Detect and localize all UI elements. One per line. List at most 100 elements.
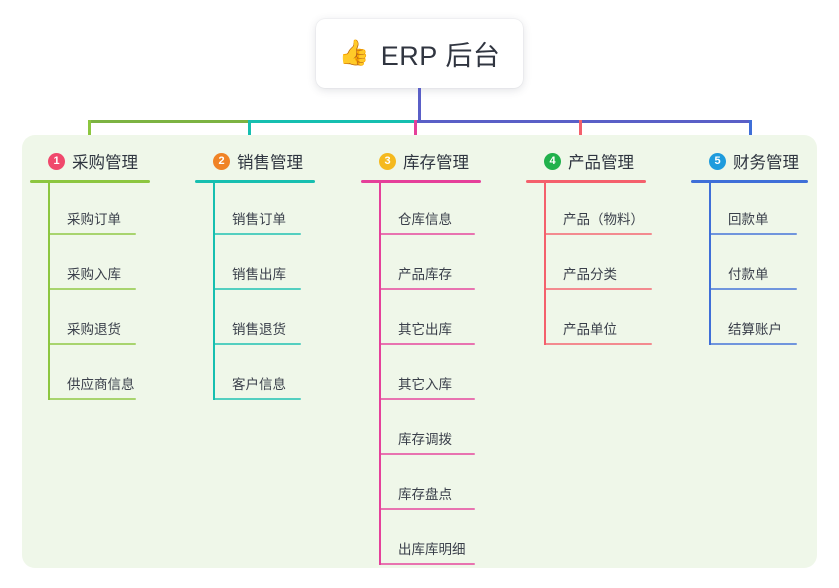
branch-item-underline	[379, 453, 475, 455]
branch-item[interactable]: 其它入库	[379, 348, 507, 403]
branch-item-label: 仓库信息	[398, 212, 452, 227]
branch-header-5[interactable]: 5 财务管理	[691, 145, 817, 177]
branch-item-underline	[48, 288, 136, 290]
thumbs-up-icon: 👍	[338, 39, 370, 67]
branch-header-4[interactable]: 4 产品管理	[526, 145, 672, 177]
branch-item[interactable]: 产品单位	[544, 293, 672, 348]
branch-item-label: 销售订单	[232, 212, 286, 227]
branch-item-underline	[709, 343, 797, 345]
branch-item-underline	[48, 398, 136, 400]
branch-item-underline	[379, 343, 475, 345]
branch-item-label: 产品单位	[563, 322, 617, 337]
branch-item-underline	[709, 233, 797, 235]
connector-bus-teal	[248, 120, 414, 123]
branch-items: 仓库信息产品库存其它出库其它入库库存调拨库存盘点出库库明细	[361, 183, 507, 568]
branch-spine	[48, 183, 50, 400]
branch-underline	[361, 180, 481, 183]
branch-item-label: 结算账户	[728, 322, 782, 337]
branch-item[interactable]: 库存盘点	[379, 458, 507, 513]
branch-title: 采购管理	[72, 154, 138, 172]
branch-item[interactable]: 结算账户	[709, 293, 817, 348]
branch-item[interactable]: 产品分类	[544, 238, 672, 293]
branch-item-underline	[709, 288, 797, 290]
branch-column-1: 1 采购管理采购订单采购入库采购退货供应商信息	[30, 145, 176, 403]
branch-header-1[interactable]: 1 采购管理	[30, 145, 176, 177]
branch-underline	[691, 180, 808, 183]
branch-underline	[526, 180, 646, 183]
branch-items: 采购订单采购入库采购退货供应商信息	[30, 183, 176, 403]
branch-item[interactable]: 采购订单	[48, 183, 176, 238]
branch-item-underline	[544, 233, 652, 235]
branch-index-badge: 5	[709, 152, 726, 170]
branch-item[interactable]: 客户信息	[213, 348, 341, 403]
branch-item-underline	[379, 398, 475, 400]
branch-column-5: 5 财务管理回款单付款单结算账户	[691, 145, 817, 348]
branch-item-underline	[48, 343, 136, 345]
branch-item[interactable]: 供应商信息	[48, 348, 176, 403]
branch-item-label: 回款单	[728, 212, 769, 227]
branch-item[interactable]: 付款单	[709, 238, 817, 293]
branch-items: 回款单付款单结算账户	[691, 183, 817, 348]
branch-item[interactable]: 采购退货	[48, 293, 176, 348]
branch-spine	[544, 183, 546, 345]
branch-item-underline	[213, 233, 301, 235]
connector-bus-green	[88, 120, 248, 123]
branch-title: 财务管理	[733, 154, 799, 172]
branch-item[interactable]: 回款单	[709, 183, 817, 238]
branch-item-underline	[544, 343, 652, 345]
branch-item[interactable]: 销售订单	[213, 183, 341, 238]
branch-title: 销售管理	[237, 154, 303, 172]
branch-spine	[379, 183, 381, 565]
branch-item[interactable]: 销售退货	[213, 293, 341, 348]
branch-item-label: 采购入库	[67, 267, 121, 282]
branch-index-badge: 4	[544, 152, 561, 170]
branch-item-underline	[379, 233, 475, 235]
branch-title: 产品管理	[568, 154, 634, 172]
branch-item[interactable]: 出库库明细	[379, 513, 507, 568]
branch-items: 产品（物料） 产品分类产品单位	[526, 183, 672, 348]
branch-item-underline	[213, 398, 301, 400]
branch-item-label: 采购订单	[67, 212, 121, 227]
branch-spine	[213, 183, 215, 400]
branch-item[interactable]: 产品库存	[379, 238, 507, 293]
branch-item-label: 产品（物料）	[563, 212, 644, 227]
branch-item[interactable]: 仓库信息	[379, 183, 507, 238]
branch-item-label: 销售退货	[232, 322, 286, 337]
branch-item-label: 其它入库	[398, 377, 452, 392]
connector-trunk	[418, 88, 421, 123]
branch-item-label: 采购退货	[67, 322, 121, 337]
branch-item-underline	[379, 288, 475, 290]
branch-items: 销售订单销售出库销售退货客户信息	[195, 183, 341, 403]
branch-title: 库存管理	[403, 154, 469, 172]
branch-item-underline	[379, 508, 475, 510]
branch-item-underline	[544, 288, 652, 290]
branch-underline	[30, 180, 150, 183]
branch-item-label: 销售出库	[232, 267, 286, 282]
branch-item-underline	[213, 288, 301, 290]
branch-item[interactable]: 采购入库	[48, 238, 176, 293]
branch-column-4: 4 产品管理产品（物料） 产品分类产品单位	[526, 145, 672, 348]
branch-item-label: 出库库明细	[398, 542, 466, 557]
branch-item[interactable]: 其它出库	[379, 293, 507, 348]
branch-item-label: 库存调拨	[398, 432, 452, 447]
root-node[interactable]: 👍 ERP 后台	[316, 19, 523, 88]
branch-item-label: 产品库存	[398, 267, 452, 282]
branch-item-label: 供应商信息	[67, 377, 135, 392]
branch-item-underline	[213, 343, 301, 345]
branch-item-label: 客户信息	[232, 377, 286, 392]
branch-item-label: 其它出库	[398, 322, 452, 337]
branch-item[interactable]: 产品（物料）	[544, 183, 672, 238]
branch-item[interactable]: 库存调拨	[379, 403, 507, 458]
branch-item-label: 产品分类	[563, 267, 617, 282]
branch-item[interactable]: 销售出库	[213, 238, 341, 293]
branch-index-badge: 1	[48, 152, 65, 170]
branch-item-label: 库存盘点	[398, 487, 452, 502]
branch-underline	[195, 180, 315, 183]
root-title: ERP 后台	[380, 41, 501, 71]
